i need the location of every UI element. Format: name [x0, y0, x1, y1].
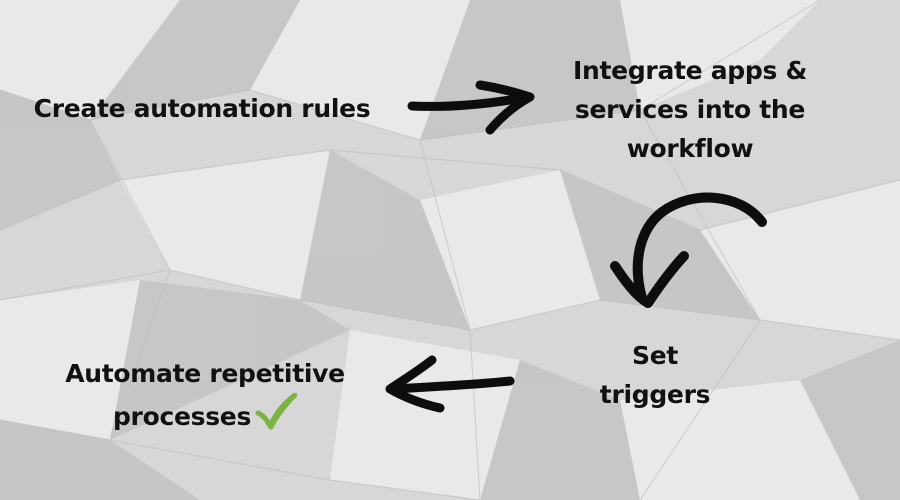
hand-drawn-arrow-icon [385, 355, 515, 413]
step-2-line-1: Integrate apps & [573, 56, 807, 85]
step-4-line-2: processes [112, 402, 252, 431]
step-2-line-2: services into the [574, 95, 806, 124]
step-automate-processes: Automate repetitive processes [30, 354, 380, 436]
hand-drawn-arrow-icon [407, 80, 535, 135]
step-4-line-2-wrap: processes [30, 393, 380, 436]
hand-drawn-arrow-icon [610, 192, 767, 308]
step-2-line-3: workflow [626, 134, 754, 163]
step-3-line-1: Set [631, 341, 678, 370]
step-create-automation-rules: Create automation rules [22, 89, 382, 128]
check-mark-icon [255, 393, 298, 430]
step-4-line-1: Automate repetitive [65, 359, 345, 388]
step-set-triggers: Set triggers [560, 336, 750, 414]
step-1-line-1: Create automation rules [33, 94, 371, 123]
step-integrate-apps: Integrate apps & services into the workf… [560, 51, 820, 168]
step-3-line-2: triggers [599, 380, 711, 409]
